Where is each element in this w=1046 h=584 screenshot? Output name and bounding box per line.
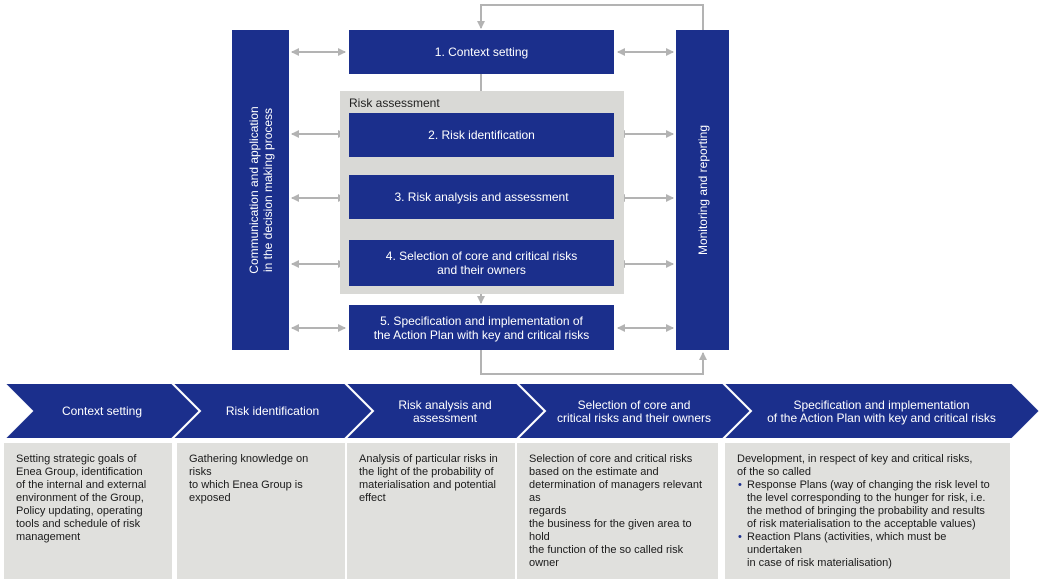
step-context-setting: 1. Context setting: [349, 30, 614, 74]
step-risk-analysis: 3. Risk analysis and assessment: [349, 175, 614, 219]
step-selection-of-risks: 4. Selection of core and critical risks …: [349, 240, 614, 286]
action-plan-intro: Development, in respect of key and criti…: [737, 453, 973, 478]
phase-chevrons: [1, 382, 1042, 440]
phase-panel-action-plan: Development, in respect of key and criti…: [725, 443, 1010, 579]
right-exchange-arrows: [617, 48, 674, 332]
communication-bar-label: Communication and application in the dec…: [246, 106, 275, 274]
monitoring-bar: Monitoring and reporting: [676, 30, 729, 350]
monitoring-bar-label: Monitoring and reporting: [695, 124, 710, 256]
step-action-plan: 5. Specification and implementation of t…: [349, 305, 614, 350]
phase-title-risk-identification: Risk identification: [225, 404, 320, 418]
feedback-loop-top: [477, 4, 704, 30]
action-plan-bullet-response: Response Plans (way of changing the risk…: [738, 479, 998, 531]
phase-panel-risk-identification: Gathering knowledge on risks to which En…: [177, 443, 345, 579]
phase-title-context-setting: Context setting: [61, 404, 143, 418]
chevron-5: [720, 382, 1042, 440]
action-plan-bullet-reaction: Reaction Plans (activities, which must b…: [738, 531, 998, 570]
feedback-loop-bottom: [480, 350, 707, 375]
step-risk-identification: 2. Risk identification: [349, 113, 614, 157]
phase-panel-risk-analysis: Analysis of particular risks in the ligh…: [347, 443, 515, 579]
phase-title-risk-analysis: Risk analysis and assessment: [398, 397, 492, 425]
phase-panel-selection: Selection of core and critical risks bas…: [517, 443, 718, 579]
risk-assessment-title: Risk assessment: [349, 96, 440, 110]
left-exchange-arrows: [291, 48, 346, 332]
phase-panel-context-setting: Setting strategic goals of Enea Group, i…: [4, 443, 172, 579]
phase-title-selection: Selection of core and critical risks and…: [556, 397, 712, 425]
communication-bar: Communication and application in the dec…: [232, 30, 289, 350]
phase-title-action-plan: Specification and implementation of the …: [767, 397, 996, 425]
action-plan-list: Response Plans (way of changing the risk…: [737, 479, 998, 570]
